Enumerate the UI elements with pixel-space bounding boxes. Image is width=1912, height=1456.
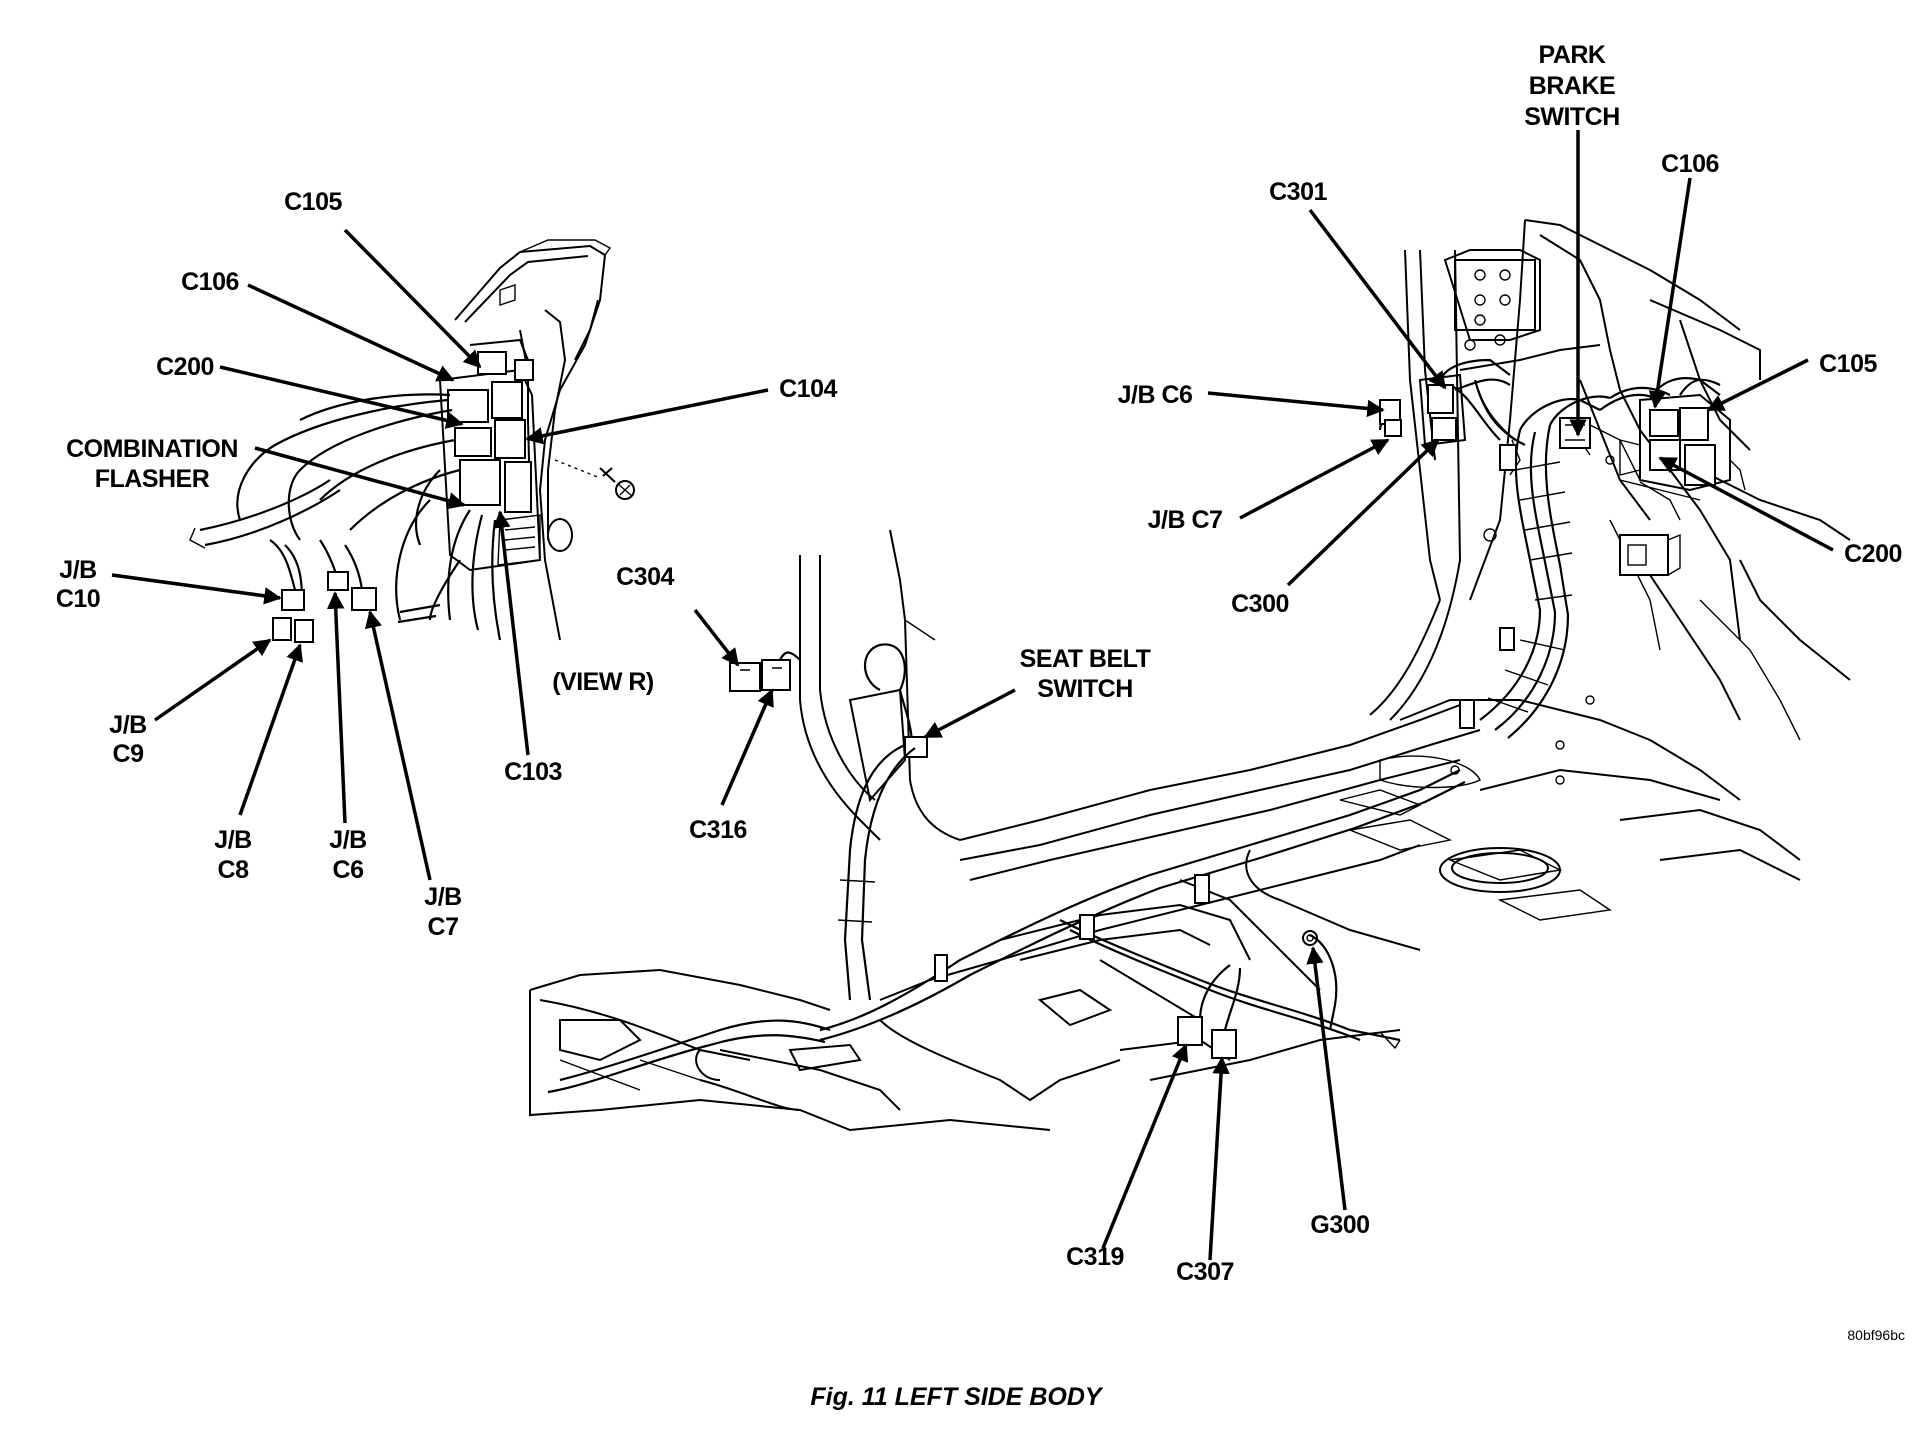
label-jb-c9-top: J/B	[109, 711, 146, 739]
label-c200-right: C200	[1844, 540, 1902, 568]
label-c304: C304	[616, 563, 674, 591]
label-c105-left: C105	[284, 188, 342, 216]
label-c105-right: C105	[1819, 350, 1877, 378]
label-jb-c7-bottom: C7	[428, 913, 459, 941]
screw-icon	[599, 467, 635, 500]
image-code: 80bf96bc	[1847, 1327, 1905, 1343]
label-c103: C103	[504, 758, 562, 786]
label-switch-park: SWITCH	[1524, 103, 1620, 131]
label-c316: C316	[689, 816, 747, 844]
label-switch-seat: SWITCH	[1037, 675, 1133, 703]
label-c319: C319	[1066, 1243, 1124, 1271]
label-jb-c6-top: J/B	[329, 826, 366, 854]
label-park: PARK	[1539, 41, 1606, 69]
label-c106-right: C106	[1661, 150, 1719, 178]
label-c307: C307	[1176, 1258, 1234, 1286]
label-jb-c8-bottom: C8	[218, 856, 250, 884]
label-jb-c6-right: J/B C6	[1118, 381, 1193, 409]
label-seat-belt: SEAT BELT	[1020, 645, 1151, 673]
label-jb-c10-bottom: C10	[56, 585, 100, 613]
label-view-r: (VIEW R)	[552, 668, 654, 696]
label-c301: C301	[1269, 178, 1327, 206]
body-floor-pan	[529, 529, 1801, 1132]
label-jb-c6-bottom: C6	[333, 856, 364, 884]
label-brake: BRAKE	[1529, 72, 1615, 100]
label-c200-left: C200	[156, 353, 214, 381]
label-flasher: FLASHER	[95, 465, 210, 493]
label-jb-c9-bottom: C9	[113, 740, 144, 768]
leader-lines	[111, 130, 1834, 1261]
label-jb-c7-right: J/B C7	[1148, 506, 1223, 534]
label-jb-c8-top: J/B	[214, 826, 251, 854]
label-jb-c10-top: J/B	[59, 556, 96, 584]
figure-caption: Fig. 11 LEFT SIDE BODY	[810, 1383, 1104, 1411]
label-c300: C300	[1231, 590, 1289, 618]
left-kick-panel	[1369, 219, 1851, 741]
label-c106-left: C106	[181, 268, 239, 296]
label-g300: G300	[1310, 1211, 1369, 1239]
callout-labels: C105 C106 C200 COMBINATION FLASHER C104 …	[56, 41, 1905, 1411]
label-jb-c7-top: J/B	[424, 883, 461, 911]
label-c104: C104	[779, 375, 837, 403]
label-combination: COMBINATION	[66, 435, 238, 463]
